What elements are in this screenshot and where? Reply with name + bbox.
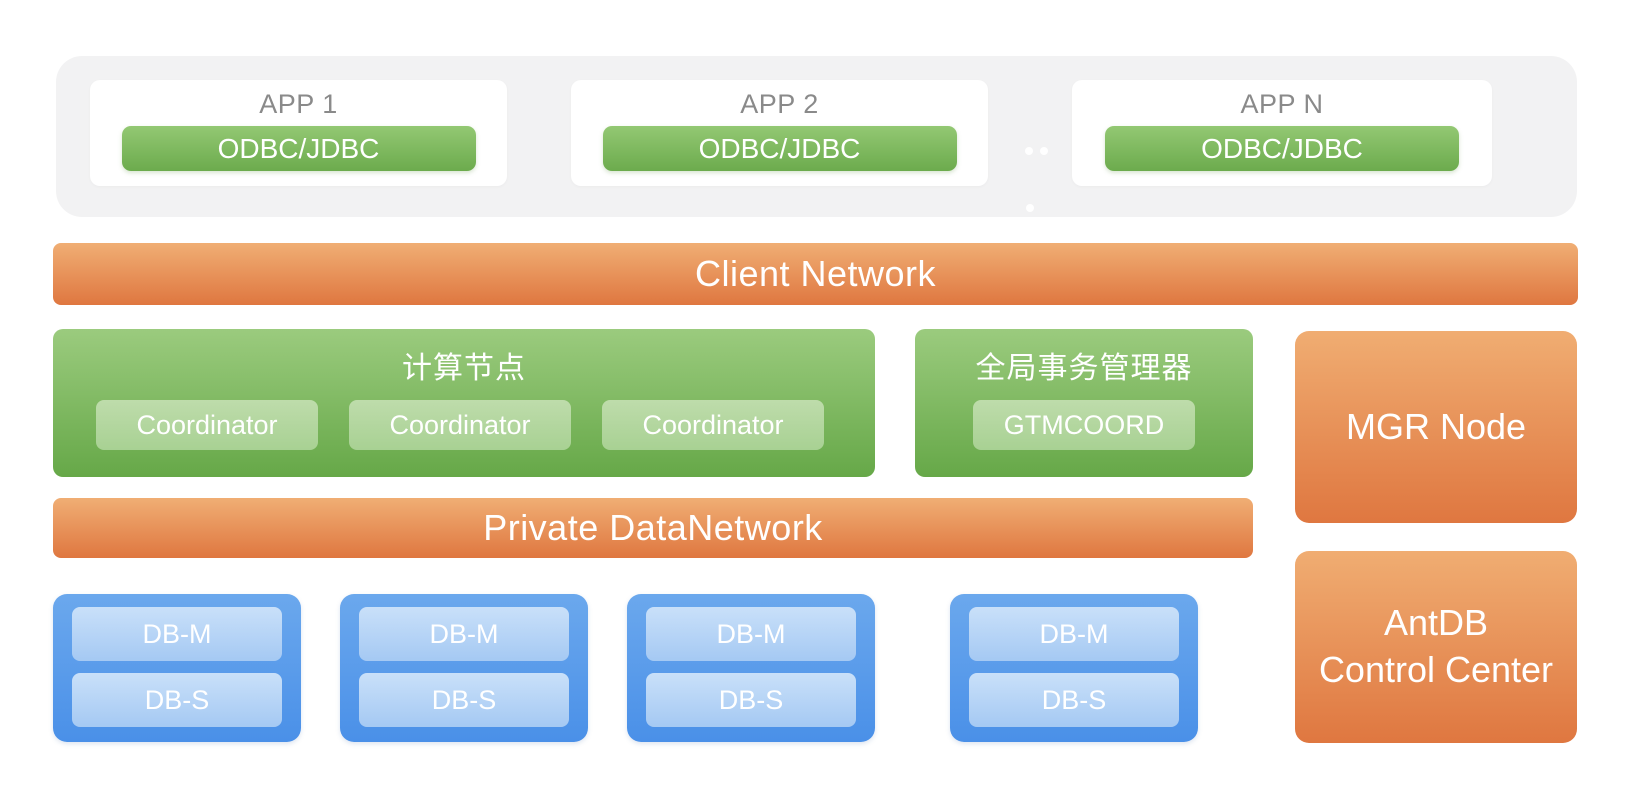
mgr-node-label: MGR Node bbox=[1345, 405, 1527, 447]
private-datanetwork-bar: Private DataNetwork bbox=[53, 498, 1253, 558]
client-network-bar: Client Network bbox=[53, 243, 1578, 305]
db-master-node: DB-M bbox=[646, 607, 856, 661]
app-title: APP 1 bbox=[259, 89, 338, 119]
gtmcoord-node: GTMCOORD bbox=[973, 400, 1195, 450]
db-standby-node: DB-S bbox=[969, 673, 1179, 727]
app-card-2: APP 2 ODBC/JDBC bbox=[571, 80, 988, 186]
db-shard-group-1: DB-M DB-S bbox=[53, 594, 301, 742]
compute-node-box: 计算节点 Coordinator Coordinator Coordinator bbox=[53, 329, 875, 477]
db-shard-group-4: DB-M DB-S bbox=[950, 594, 1198, 742]
odbc-jdbc-connector: ODBC/JDBC bbox=[1105, 126, 1459, 171]
db-shard-group-2: DB-M DB-S bbox=[340, 594, 588, 742]
antdb-control-center-box: AntDB Control Center bbox=[1295, 551, 1577, 743]
control-center-label-line1: AntDB bbox=[1383, 602, 1489, 644]
ellipsis-dot bbox=[1026, 204, 1034, 212]
db-master-node: DB-M bbox=[72, 607, 282, 661]
app-title: APP 2 bbox=[740, 89, 819, 119]
db-master-node: DB-M bbox=[359, 607, 569, 661]
app-title: APP N bbox=[1240, 89, 1324, 119]
coordinator-node: Coordinator bbox=[96, 400, 318, 450]
ellipsis-dot bbox=[1040, 147, 1048, 155]
gtm-title: 全局事务管理器 bbox=[975, 352, 1193, 385]
compute-node-title: 计算节点 bbox=[402, 352, 526, 385]
odbc-jdbc-connector: ODBC/JDBC bbox=[602, 126, 957, 171]
coordinator-node: Coordinator bbox=[602, 400, 824, 450]
control-center-label-line2: Control Center bbox=[1318, 649, 1554, 690]
gtm-box: 全局事务管理器 GTMCOORD bbox=[915, 329, 1253, 477]
db-shard-group-3: DB-M DB-S bbox=[627, 594, 875, 742]
app-card-1: APP 1 ODBC/JDBC bbox=[90, 80, 507, 186]
ellipsis-dot bbox=[1025, 147, 1033, 155]
app-card-n: APP N ODBC/JDBC bbox=[1072, 80, 1492, 186]
db-standby-node: DB-S bbox=[72, 673, 282, 727]
odbc-jdbc-connector: ODBC/JDBC bbox=[121, 126, 476, 171]
coordinator-node: Coordinator bbox=[349, 400, 571, 450]
db-standby-node: DB-S bbox=[646, 673, 856, 727]
mgr-node-box: MGR Node bbox=[1295, 331, 1577, 523]
db-standby-node: DB-S bbox=[359, 673, 569, 727]
app-layer-container: APP 1 ODBC/JDBC APP 2 ODBC/JDBC APP N OD… bbox=[56, 56, 1577, 217]
db-master-node: DB-M bbox=[969, 607, 1179, 661]
